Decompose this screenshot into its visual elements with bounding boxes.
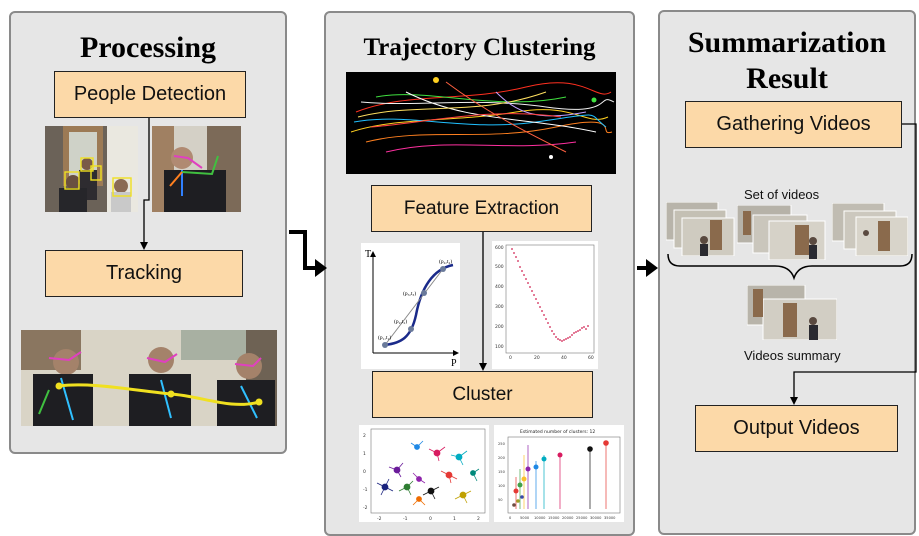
cluster-blob-red (440, 470, 458, 484)
summary-title-line1: Summarization (687, 26, 887, 59)
estimate-series-2 (517, 469, 523, 509)
video-summary-thumbnail (747, 285, 837, 340)
estimate-y-tick-150: 150 (498, 470, 506, 474)
gathering-videos-box: Gathering Videos (685, 101, 902, 148)
scatter-x-tick-20: 20 (534, 355, 540, 361)
cluster-blob-yellow (454, 490, 472, 504)
estimate-x-tick-20000: 20000 (562, 516, 574, 520)
estimate-series-9 (603, 440, 609, 509)
cluster-scatter-plot: -2 -1 0 1 2 2 1 0 -1 -2 (359, 425, 489, 522)
people-detection-box: People Detection (54, 71, 246, 118)
estimate-series-3 (521, 455, 527, 509)
processing-title: Processing (79, 31, 217, 64)
estimate-x-tick-30000: 30000 (590, 516, 602, 520)
cluster-y-tick-1: 1 (363, 451, 366, 457)
estimate-series-7 (557, 452, 563, 509)
cluster-x-tick-m2: -2 (377, 516, 382, 522)
cluster-box: Cluster (372, 371, 593, 418)
cluster-blob-purple (388, 462, 404, 478)
estimate-y-tick-200: 200 (498, 456, 506, 460)
scatter-y-tick-100: 100 (495, 344, 504, 350)
summary-title-line2: Result (746, 62, 828, 95)
clustering-title: Trajectory Clustering (363, 34, 596, 61)
estimate-y-tick-50: 50 (498, 498, 503, 502)
sigmoid-point-label-2: (p₂,t₂) (394, 318, 407, 325)
estimate-plot-title: Estimated number of clusters: 12 (520, 429, 595, 435)
trajectory-image (346, 72, 616, 174)
sigmoid-x-axis-label: P (451, 358, 457, 369)
feature-scatter-plot: 600 500 400 300 200 100 0 20 40 60 (492, 241, 598, 369)
estimate-series-8 (587, 446, 593, 509)
sigmoid-point-3 (421, 290, 427, 296)
cluster-blob-black (422, 486, 440, 500)
tracking-image (21, 330, 277, 426)
tracking-box: Tracking (45, 250, 243, 297)
scatter-y-tick-600: 600 (495, 245, 504, 251)
cluster-blob-violet (412, 472, 426, 484)
cluster-x-tick-2: 2 (477, 516, 480, 522)
cluster-blob-blue (410, 440, 424, 450)
scatter-y-tick-200: 200 (495, 324, 504, 330)
sigmoid-point-label-4: (p₄,t₄) (439, 258, 452, 265)
estimate-marker-a (512, 503, 516, 507)
cluster-x-tick-0: 0 (429, 516, 432, 522)
scatter-y-tick-400: 400 (495, 284, 504, 290)
estimate-y-tick-100: 100 (498, 484, 506, 488)
sigmoid-point-label-1: (p₁,t₁) (378, 334, 391, 341)
scatter-x-tick-0: 0 (509, 355, 512, 361)
estimate-x-tick-0: 0 (509, 516, 512, 520)
cluster-x-tick-1: 1 (453, 516, 456, 522)
sigmoid-point-4 (440, 266, 446, 272)
video-set-group-1 (666, 202, 736, 256)
detection-image-left (45, 126, 138, 212)
pose-image (152, 126, 241, 212)
estimate-series-1 (513, 477, 519, 509)
cluster-y-tick-m1: -1 (363, 487, 368, 493)
estimate-x-tick-25000: 25000 (576, 516, 588, 520)
estimate-series-5 (533, 461, 539, 509)
estimate-x-tick-35000: 35000 (604, 516, 616, 520)
scatter-y-tick-500: 500 (495, 264, 504, 270)
arrowhead-clustering-to-summary (646, 259, 658, 277)
sigmoid-point-2 (408, 326, 414, 332)
cluster-x-tick-m1: -1 (403, 516, 408, 522)
video-set-group-2 (737, 205, 827, 260)
cluster-blob-green (398, 480, 414, 496)
cluster-y-tick-0: 0 (363, 469, 366, 475)
scatter-points (511, 248, 589, 342)
scatter-x-tick-60: 60 (588, 355, 594, 361)
cluster-y-tick-2: 2 (363, 433, 366, 439)
summary-panel: Summarization Result (658, 10, 916, 535)
cluster-blob-orange (412, 496, 426, 506)
sigmoid-point-1 (382, 342, 388, 348)
output-videos-box: Output Videos (695, 405, 898, 452)
estimate-series-6 (541, 455, 547, 509)
sigmoid-y-axis-label: T (365, 249, 371, 260)
sigmoid-point-label-3: (p₃,t₃) (403, 290, 416, 297)
cluster-blob-magenta (428, 446, 446, 462)
estimate-plot: Estimated number of clusters: 12 250 200… (494, 425, 624, 522)
estimate-y-tick-250: 250 (498, 442, 506, 446)
arrow-processing-to-clustering (289, 230, 318, 270)
estimate-marker-b (516, 499, 520, 503)
estimate-marker-c (520, 495, 524, 499)
estimate-x-tick-15000: 15000 (548, 516, 560, 520)
estimate-x-tick-10000: 10000 (534, 516, 546, 520)
scatter-y-tick-300: 300 (495, 304, 504, 310)
cluster-blob-cyan (450, 450, 468, 466)
video-set-group-3 (832, 203, 908, 256)
sigmoid-plot: T P (p₁,t₁) (p₂,t₂) (p₃,t₃) (p₄,t₄) (361, 243, 460, 369)
estimate-series-4 (525, 445, 531, 509)
videos-summary-label: Videos summary (744, 348, 841, 363)
set-of-videos-label: Set of videos (744, 187, 820, 202)
scatter-x-tick-40: 40 (561, 355, 567, 361)
estimate-x-tick-5000: 5000 (520, 516, 530, 520)
cluster-y-tick-m2: -2 (363, 505, 368, 511)
cluster-blob-navy (376, 478, 394, 496)
cluster-blob-teal (470, 468, 480, 482)
feature-extraction-box: Feature Extraction (371, 185, 592, 232)
